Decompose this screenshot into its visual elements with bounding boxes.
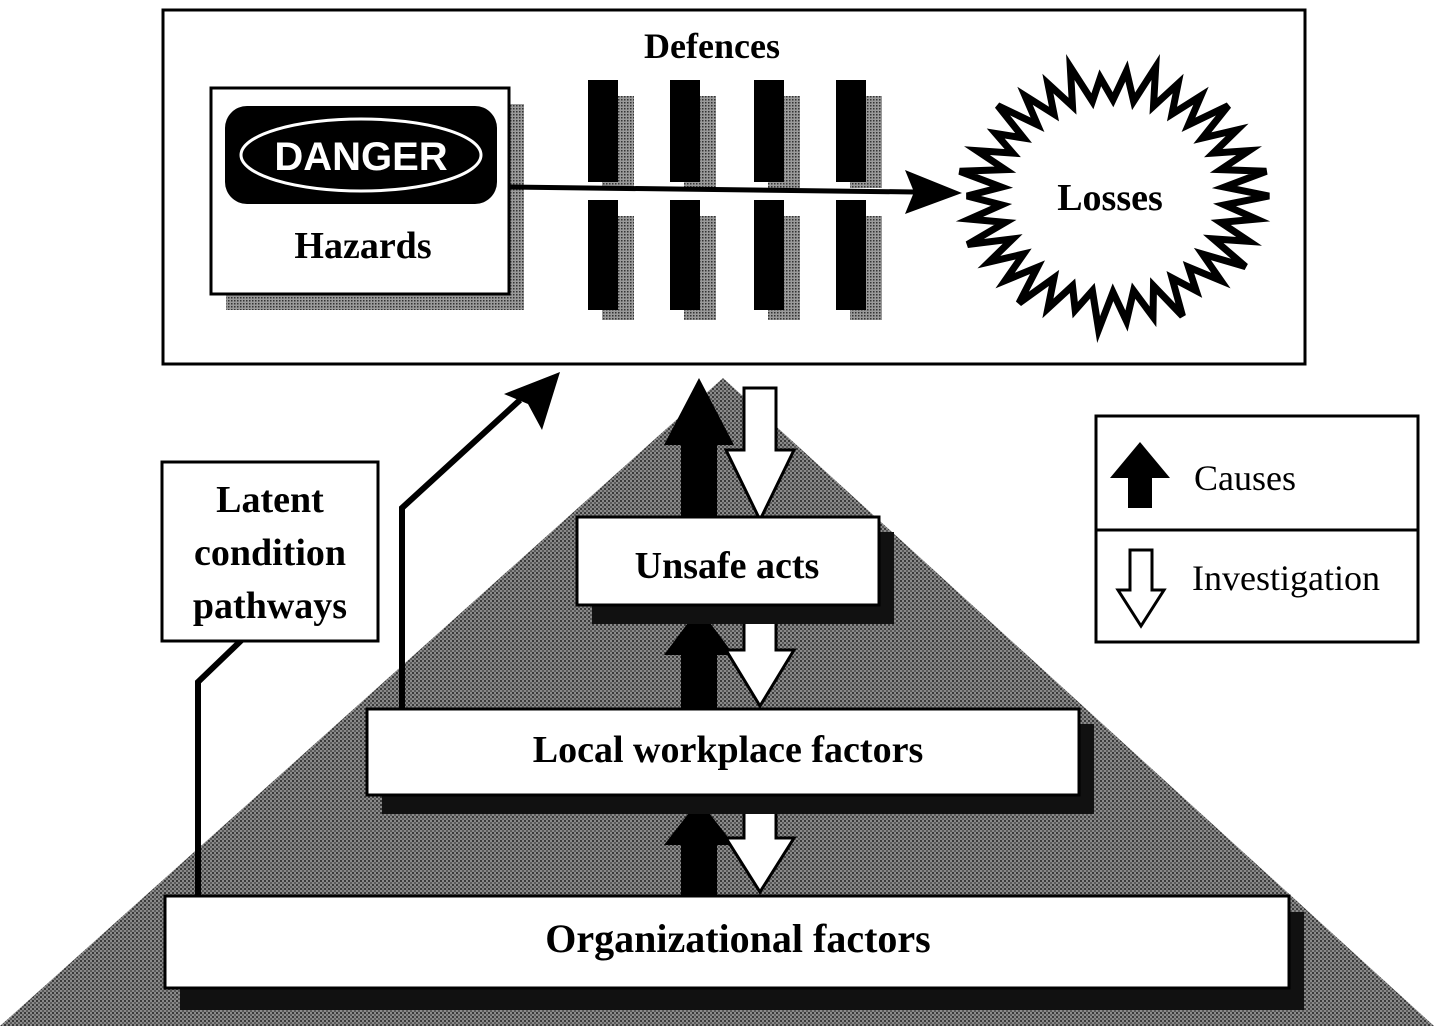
latent-label-box [160,460,380,643]
accident-trajectory-line [508,184,916,195]
causes-legend-label: Causes [1194,458,1296,498]
causes-legend-icon [1110,442,1170,508]
defences-label: Defences [644,26,780,66]
danger-label: DANGER [274,135,447,179]
losses-label: Losses [1057,177,1163,219]
danger-sign [225,106,497,204]
defence-slice [836,200,866,310]
unsafe-acts-label: Unsafe acts [635,545,820,587]
organizational-box [163,894,1291,990]
defence-slice [588,200,618,310]
losses-burst [955,53,1271,343]
hazards-label: Hazards [294,225,431,267]
defence-slice [754,80,784,182]
unsafe-acts-box [575,515,881,607]
investigation-legend-label: Investigation [1192,558,1380,598]
local-workplace-label: Local workplace factors [533,729,923,771]
danger-sign-oval [239,117,483,193]
latent-pathway-1 [195,629,253,897]
defence-slice [670,80,700,182]
latent-line-2: condition [194,532,346,574]
organizational-label: Organizational factors [545,916,931,961]
defence-slice [836,80,866,182]
latent-line-3: pathways [193,585,347,627]
accident-trajectory-arrowhead [905,170,962,214]
defence-layers [588,80,882,320]
causes-arrows [664,378,734,896]
investigation-legend-icon [1115,548,1167,629]
latent-pathway-arrowhead [504,372,560,430]
latent-line-1: Latent [216,479,324,521]
defence-slice [588,80,618,182]
local-workplace-box [365,707,1081,797]
latent-pathway-2 [399,397,523,710]
defence-slice [754,200,784,310]
defence-slice [670,200,700,310]
